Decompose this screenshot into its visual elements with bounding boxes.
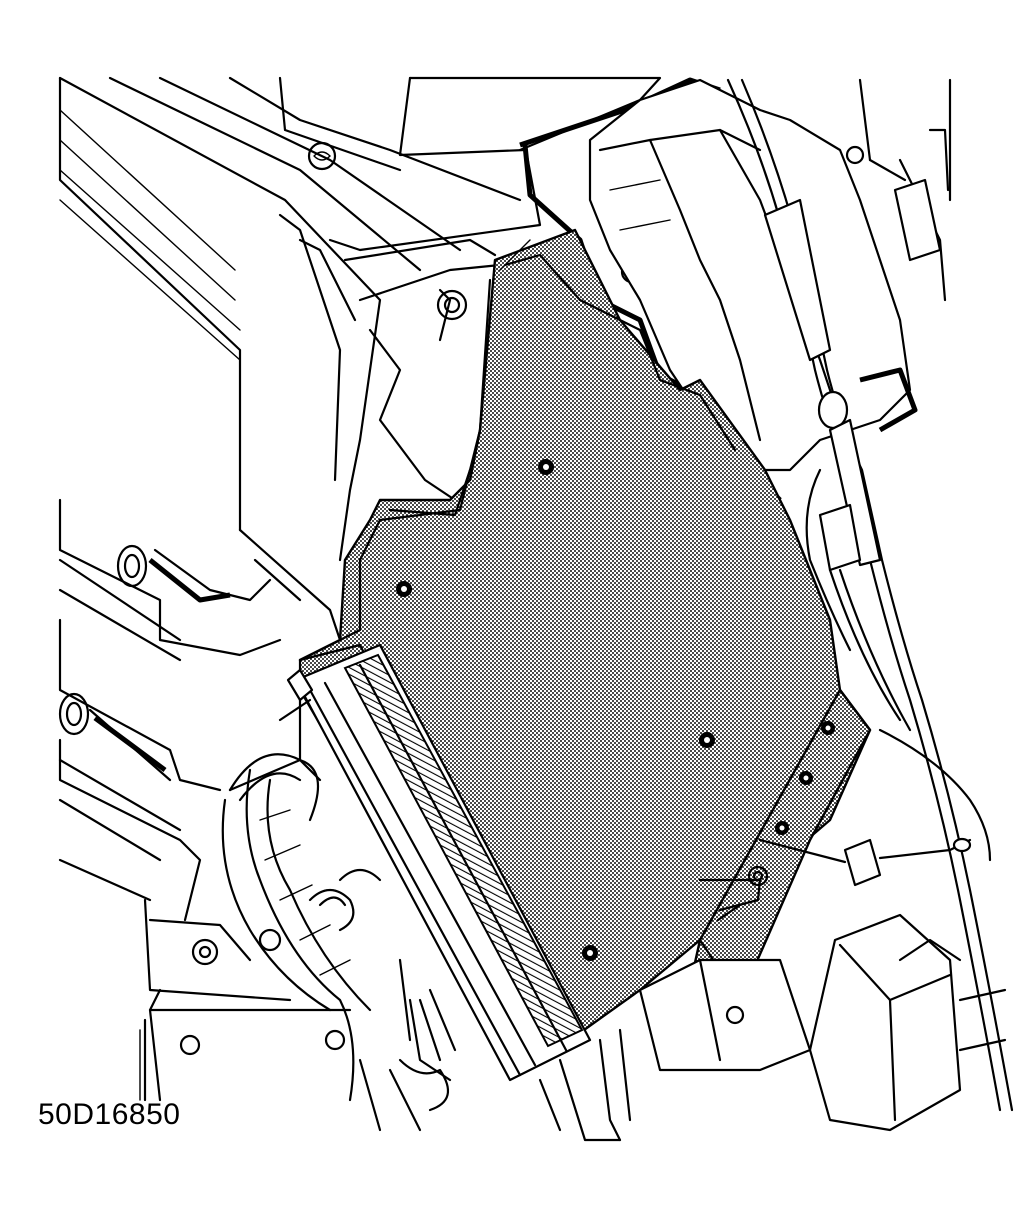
module-connector xyxy=(286,643,592,1082)
figure-reference-code: 50D16850 xyxy=(38,1098,181,1131)
wire-harness xyxy=(221,698,457,1112)
housing-structure xyxy=(58,76,662,1132)
antenna-cable-and-connectors xyxy=(538,78,1014,1142)
relay-bracket xyxy=(519,77,918,502)
